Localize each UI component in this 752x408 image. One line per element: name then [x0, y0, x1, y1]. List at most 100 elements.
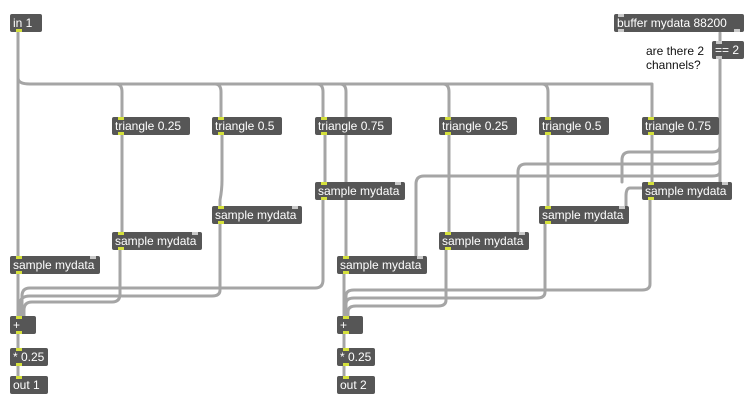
outlet[interactable]	[16, 29, 22, 32]
multiply-object[interactable]: * 0.25	[337, 348, 375, 366]
triangle-object[interactable]: triangle 0.75	[315, 117, 392, 135]
inlet[interactable]	[545, 117, 551, 120]
object-label: buffer mydata 88200	[617, 16, 727, 30]
object-label: out 2	[340, 378, 367, 392]
inlet[interactable]	[90, 256, 96, 259]
object-label: triangle 0.75	[645, 119, 712, 133]
inlet[interactable]	[343, 348, 349, 351]
sample-object[interactable]: sample mydata	[112, 232, 202, 250]
inlet[interactable]	[16, 256, 22, 259]
object-label: sample mydata	[542, 208, 624, 222]
inlet[interactable]	[321, 182, 327, 185]
outlet[interactable]	[218, 132, 224, 135]
object-label: == 2	[715, 43, 740, 57]
outlet[interactable]	[648, 197, 654, 200]
out-1-object[interactable]: out 1	[10, 376, 48, 394]
triangle-object[interactable]: triangle 0.25	[112, 117, 190, 135]
object-label: out 1	[13, 378, 40, 392]
object-label: triangle 0.25	[115, 119, 182, 133]
inlet[interactable]	[292, 206, 298, 209]
object-label: sample mydata	[115, 234, 197, 248]
triangle-object[interactable]: triangle 0.5	[539, 117, 609, 135]
cord-tri2-samp2	[218, 133, 224, 208]
object-label: triangle 0.5	[215, 119, 275, 133]
inlet[interactable]	[16, 348, 22, 351]
outlet[interactable]	[343, 331, 349, 334]
sample-object[interactable]: sample mydata	[10, 256, 100, 274]
inlet[interactable]	[395, 182, 401, 185]
triangle-object[interactable]: triangle 0.5	[212, 117, 282, 135]
inlet[interactable]	[619, 206, 625, 209]
triangle-object[interactable]: triangle 0.25	[439, 117, 517, 135]
inlet[interactable]	[218, 206, 224, 209]
sample-object[interactable]: sample mydata	[337, 256, 427, 274]
inlet[interactable]	[618, 14, 624, 17]
inlet[interactable]	[192, 232, 198, 235]
outlet[interactable]	[16, 363, 22, 366]
inlet[interactable]	[118, 232, 124, 235]
in-1-object[interactable]: in 1	[10, 14, 42, 32]
triangle-object[interactable]: triangle 0.75	[642, 117, 719, 135]
inlet[interactable]	[16, 376, 22, 379]
outlet[interactable]	[445, 132, 451, 135]
sample-object[interactable]: sample mydata	[642, 182, 732, 200]
inlet[interactable]	[445, 117, 451, 120]
inlet[interactable]	[545, 206, 551, 209]
cord-bus-tri2	[213, 82, 223, 119]
object-label: sample mydata	[442, 234, 524, 248]
cord-bus-tri3	[315, 82, 325, 119]
inlet[interactable]	[218, 117, 224, 120]
object-label: sample mydata	[13, 258, 95, 272]
outlet[interactable]	[445, 247, 451, 250]
buffer-object[interactable]: buffer mydata 88200	[614, 14, 744, 32]
object-label: in 1	[13, 16, 33, 30]
plus-object[interactable]: +	[337, 316, 363, 334]
inlet[interactable]	[716, 41, 722, 44]
inlet[interactable]	[321, 117, 327, 120]
outlet[interactable]	[343, 271, 349, 274]
outlet[interactable]	[545, 132, 551, 135]
equals-2-object[interactable]: == 2	[712, 41, 744, 59]
outlet[interactable]	[218, 221, 224, 224]
object-label: triangle 0.5	[542, 119, 602, 133]
multiply-object[interactable]: * 0.25	[10, 348, 48, 366]
inlet[interactable]	[722, 182, 728, 185]
outlet[interactable]	[545, 221, 551, 224]
inlet[interactable]	[16, 316, 22, 319]
inlet[interactable]	[343, 376, 349, 379]
inlet[interactable]	[648, 117, 654, 120]
sample-object[interactable]: sample mydata	[212, 206, 302, 224]
outlet[interactable]	[734, 29, 740, 32]
inlet[interactable]	[343, 316, 349, 319]
object-label: * 0.25	[340, 350, 372, 364]
object-label: sample mydata	[318, 184, 400, 198]
inlet[interactable]	[648, 182, 654, 185]
outlet[interactable]	[321, 197, 327, 200]
cord-bus-tri1	[114, 82, 124, 119]
inlet[interactable]	[118, 117, 124, 120]
inlet[interactable]	[445, 232, 451, 235]
outlet[interactable]	[716, 56, 722, 59]
object-label: triangle 0.75	[318, 119, 385, 133]
outlet[interactable]	[648, 132, 654, 135]
plus-object[interactable]: +	[10, 316, 36, 334]
outlet[interactable]	[343, 363, 349, 366]
outlet[interactable]	[118, 247, 124, 250]
outlet[interactable]	[16, 271, 22, 274]
object-label: sample mydata	[215, 208, 297, 222]
cord-bus-tri4	[441, 82, 451, 119]
outlet[interactable]	[16, 331, 22, 334]
inlet[interactable]	[519, 232, 525, 235]
inlet[interactable]	[417, 256, 423, 259]
sample-object[interactable]: sample mydata	[315, 182, 405, 200]
outlet[interactable]	[618, 29, 624, 32]
object-label: triangle 0.25	[442, 119, 509, 133]
inlet[interactable]	[343, 256, 349, 259]
outlet[interactable]	[321, 132, 327, 135]
out-2-object[interactable]: out 2	[337, 376, 375, 394]
sample-object[interactable]: sample mydata	[539, 206, 629, 224]
outlet[interactable]	[118, 132, 124, 135]
sample-object[interactable]: sample mydata	[439, 232, 529, 250]
